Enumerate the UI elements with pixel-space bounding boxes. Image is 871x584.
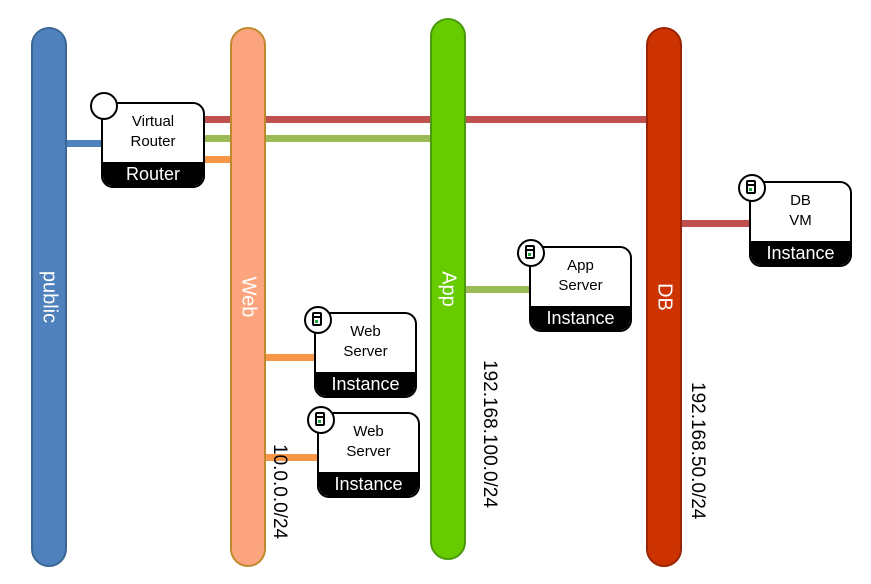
db-network[interactable]: DB xyxy=(646,27,682,567)
web-network[interactable]: Web xyxy=(230,27,266,567)
web-server-2-name-line1: Web xyxy=(353,423,384,440)
db-vm-name-line1: DB xyxy=(790,192,811,209)
app-server-node[interactable]: App Server Instance xyxy=(529,246,632,332)
app-server-name-line1: App xyxy=(567,257,594,274)
app-server-name-line2: Server xyxy=(558,277,603,294)
app-network-cidr: 192.168.100.0/24 xyxy=(479,360,500,508)
server-icon xyxy=(307,406,335,434)
web-server-1-type: Instance xyxy=(316,372,415,396)
web-server-2-name: Web Server xyxy=(319,422,418,462)
db-vm-name: DB VM xyxy=(751,191,850,231)
web-server-1-name-line1: Web xyxy=(350,323,381,340)
router-web-link xyxy=(203,156,232,163)
db-network-cidr: 192.168.50.0/24 xyxy=(687,382,708,520)
router-db-link xyxy=(203,116,648,123)
public-network[interactable]: public xyxy=(31,27,67,567)
router-app-link xyxy=(203,135,432,142)
server-icon xyxy=(738,174,766,202)
server-glyph-icon xyxy=(525,245,535,259)
virtual-router-node[interactable]: Virtual Router Router xyxy=(101,102,205,188)
server-glyph-icon xyxy=(315,412,325,426)
web-server1-link xyxy=(266,354,314,361)
app-server-link xyxy=(466,286,529,293)
server-icon xyxy=(517,239,545,267)
app-network[interactable]: App xyxy=(430,18,466,560)
web-network-label: Web xyxy=(237,276,260,318)
server-icon xyxy=(304,306,332,334)
server-glyph-icon xyxy=(746,180,756,194)
router-name-line1: Virtual xyxy=(131,113,175,130)
db-vm-name-line2: VM xyxy=(789,212,812,229)
circle-icon xyxy=(90,92,118,120)
web-server-1-name: Web Server xyxy=(316,322,415,362)
web-server-2-type: Instance xyxy=(319,472,418,496)
web-server-2-node[interactable]: Web Server Instance xyxy=(317,412,420,498)
db-vm-link xyxy=(682,220,749,227)
public-network-label: public xyxy=(38,270,61,324)
db-vm-type: Instance xyxy=(751,241,850,265)
router-name-line2: Router xyxy=(130,133,176,150)
router-type-label: Router xyxy=(103,162,203,186)
web-server-1-name-line2: Server xyxy=(343,343,388,360)
web-network-cidr: 10.0.0.0/24 xyxy=(269,444,290,540)
app-server-type: Instance xyxy=(531,306,630,330)
web-server2-link xyxy=(266,454,317,461)
web-server-2-name-line2: Server xyxy=(346,443,391,460)
app-server-name: App Server xyxy=(531,256,630,296)
router-name: Virtual Router xyxy=(103,112,203,152)
web-server-1-node[interactable]: Web Server Instance xyxy=(314,312,417,398)
public-router-link xyxy=(67,140,103,147)
db-vm-node[interactable]: DB VM Instance xyxy=(749,181,852,267)
server-glyph-icon xyxy=(312,312,322,326)
app-network-label: App xyxy=(437,271,460,307)
db-network-label: DB xyxy=(653,283,676,311)
